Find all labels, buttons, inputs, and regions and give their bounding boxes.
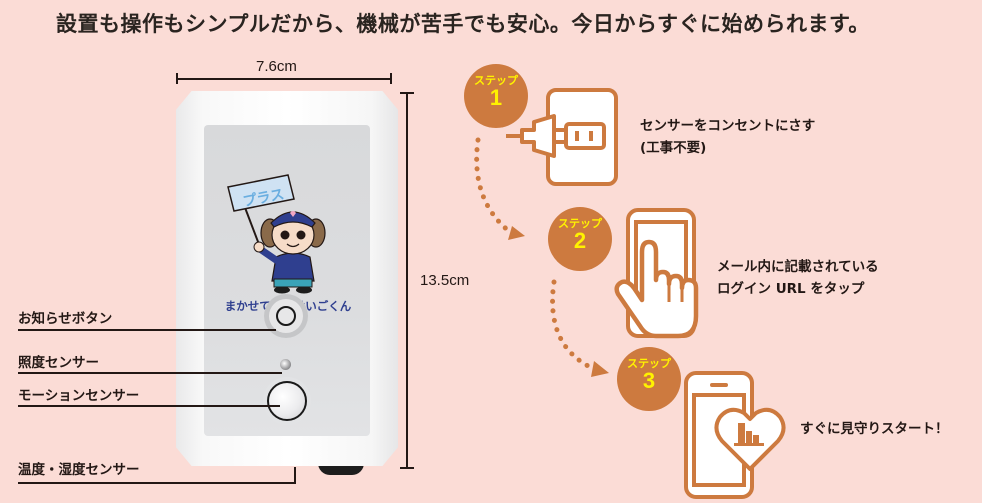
arrowhead-step2 [508, 226, 525, 240]
step-1-line-1: センサーをコンセントにさす [640, 118, 816, 134]
arrow-step2-to-step3 [550, 279, 595, 371]
step-2-badge-word: ステップ [558, 217, 602, 230]
sensor-device: プラス まかせて安心けいごくん [176, 91, 398, 466]
step-1-text: センサーをコンセントにさす (工事不要) [640, 115, 815, 159]
step-1-badge-word: ステップ [474, 74, 518, 87]
part-label-notification-button: お知らせボタン [18, 311, 113, 327]
notification-button[interactable] [264, 294, 308, 338]
width-dimension-tick-right [390, 73, 392, 84]
leader-temp-humidity-sensor-vertical [294, 467, 296, 483]
part-label-motion-sensor: モーションセンサー [18, 388, 140, 404]
leader-temp-humidity-sensor [18, 482, 296, 484]
plug-outlet-icon [506, 88, 618, 186]
notification-button-ring-icon [276, 306, 296, 326]
leader-light-sensor [18, 372, 282, 374]
device-front-panel: プラス まかせて安心けいごくん [204, 125, 370, 436]
leader-notification-button [18, 329, 276, 331]
step-1-line-2: (工事不要) [640, 140, 707, 156]
mascot-sign: プラス [227, 174, 295, 248]
step-2-line-1: メール内に記載されている [717, 259, 879, 275]
height-dimension-tick-top [400, 92, 414, 94]
mascot-sign-text: プラス [242, 187, 286, 211]
motion-sensor [267, 381, 307, 421]
step-2-line-2: ログイン URL をタップ [717, 281, 865, 297]
leader-motion-sensor [18, 405, 280, 407]
step-2-badge-number: 2 [573, 228, 587, 253]
part-label-temp-humidity-sensor: 温度・湿度センサー [18, 462, 140, 478]
step-3-line-1: すぐに見守りスタート！ [800, 421, 949, 437]
step-3-text: すぐに見守りスタート！ [800, 418, 949, 440]
step-1-badge: ステップ 1 [464, 64, 528, 128]
step-2-badge: ステップ 2 [548, 207, 612, 271]
device-foot [318, 463, 364, 475]
phone-heart-chart-icon [684, 371, 786, 499]
arrowhead-step3 [591, 361, 609, 377]
width-dimension-tick-left [176, 73, 178, 84]
tap-phone-icon [614, 208, 699, 339]
light-sensor [280, 359, 291, 370]
height-dimension-label: 13.5cm [420, 272, 470, 289]
headline: 設置も操作もシンプルだから、機械が苦手でも安心。今日からすぐに始められます。 [56, 12, 870, 36]
step-2-text: メール内に記載されている ログイン URL をタップ [717, 256, 879, 300]
width-dimension-line [176, 78, 392, 80]
mascot-illustration: プラス [227, 174, 326, 294]
part-label-light-sensor: 照度センサー [18, 355, 99, 371]
width-dimension-label: 7.6cm [256, 58, 297, 75]
step-3-badge-word: ステップ [627, 357, 671, 370]
height-dimension-line [406, 92, 408, 468]
height-dimension-tick-bottom [400, 467, 414, 469]
step-3-badge: ステップ 3 [617, 347, 681, 411]
step-3-badge-number: 3 [642, 368, 656, 393]
step-1-badge-number: 1 [489, 85, 503, 110]
